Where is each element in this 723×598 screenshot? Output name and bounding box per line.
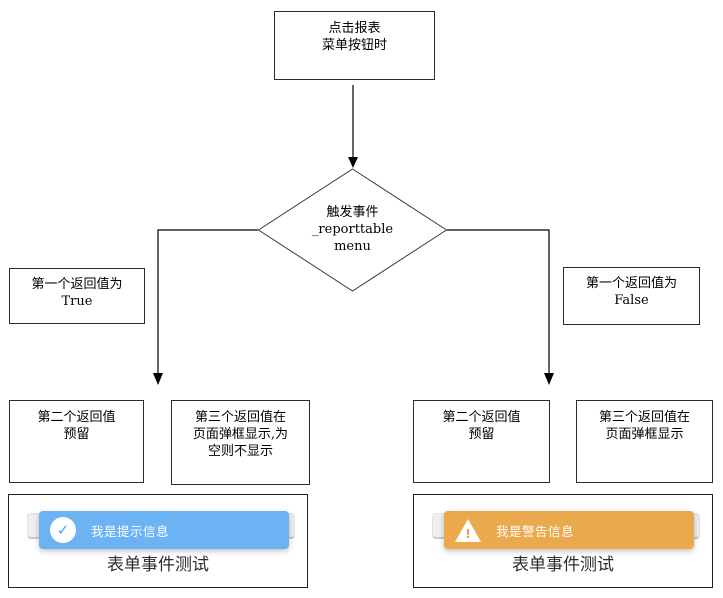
- false-output-third-node: 第三个返回值在 页面弹框显示: [576, 400, 713, 483]
- arrowhead-true-branch: [153, 373, 163, 385]
- start-node: 点击报表 菜单按钮时: [274, 11, 435, 80]
- form-event-test-title: 表单事件测试: [107, 555, 209, 575]
- true-output-second-node: 第二个返回值 预留: [9, 400, 144, 483]
- warning-triangle-icon: !: [455, 518, 481, 542]
- warning-toast-message: 我是警告信息: [496, 523, 575, 539]
- info-toast: ✓ 我是提示信息: [39, 511, 289, 549]
- connector-false-branch: [447, 229, 550, 374]
- warning-exclamation: !: [465, 526, 471, 541]
- true-branch-label-node: 第一个返回值为 True: [9, 268, 145, 324]
- check-circle-icon: ✓: [50, 517, 76, 543]
- false-branch-label-node: 第一个返回值为 False: [563, 267, 700, 325]
- arrowhead-false-branch: [544, 373, 554, 385]
- false-output-second-node: 第二个返回值 预留: [413, 400, 550, 483]
- info-toast-message: 我是提示信息: [91, 523, 170, 539]
- form-event-test-title: 表单事件测试: [512, 555, 614, 575]
- decision-node-label: 触发事件 _reporttable menu: [311, 205, 394, 254]
- connector-true-branch: [157, 229, 258, 374]
- true-output-third-node: 第三个返回值在 页面弹框显示,为 空则不显示: [171, 400, 310, 485]
- warning-triangle-shape: [455, 518, 481, 542]
- warning-preview-panel: ! 我是警告信息 表单事件测试: [413, 494, 713, 588]
- arrowhead-start-to-decision: [348, 157, 358, 168]
- warning-toast: ! 我是警告信息: [444, 511, 694, 549]
- info-preview-panel: ✓ 我是提示信息 表单事件测试: [8, 494, 308, 588]
